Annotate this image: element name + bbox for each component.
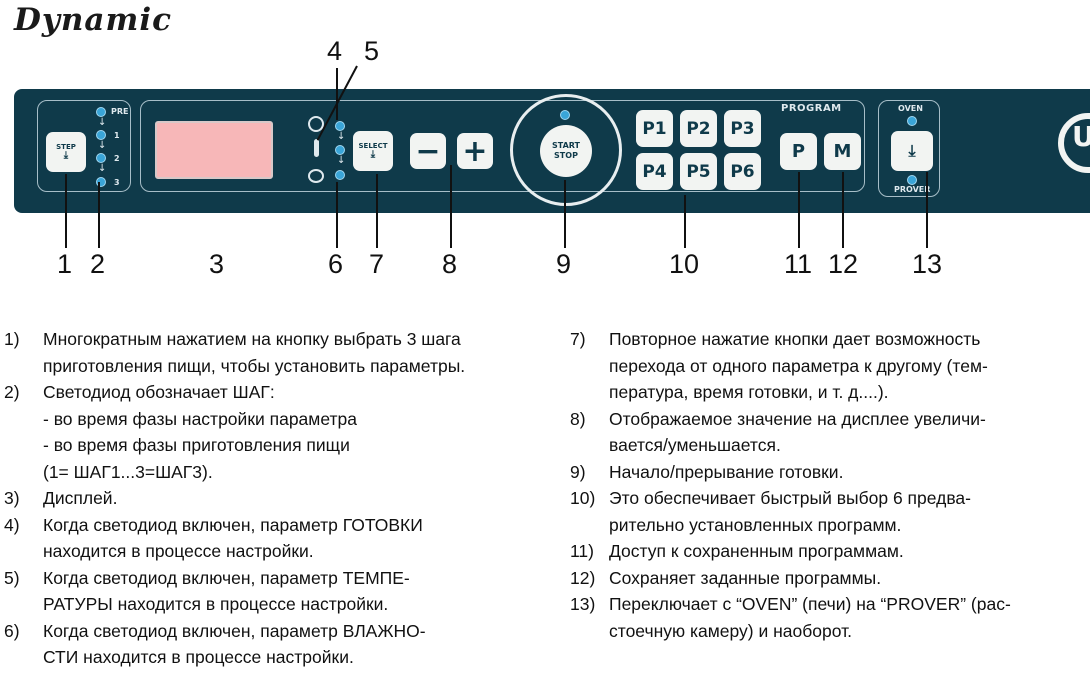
step-group-frame: [37, 100, 131, 192]
oven-prover-frame: [878, 100, 940, 197]
callout-7: 7: [369, 249, 385, 279]
description-item: 9)Начало/прерывание готовки.: [570, 461, 844, 482]
callout-12: 12: [828, 249, 859, 279]
step-down-arrow-icon: ↓: [98, 163, 107, 174]
description-item: 2)Светодиод обозначает ШАГ:- во время фа…: [4, 382, 357, 482]
select-arrow-icon: ⤓: [370, 149, 376, 160]
callout-8: 8: [442, 249, 458, 279]
description-item: 8)Отображаемое значение на дисплее увели…: [570, 408, 986, 456]
humidity-icon: [308, 169, 324, 183]
led-pre: [96, 107, 106, 117]
leader-line-12: [842, 172, 844, 248]
led-humidity: [335, 170, 345, 180]
led-pre-label: PRE: [111, 107, 129, 116]
program-header: PROGRAM: [781, 103, 842, 114]
oven-label: OVEN: [898, 104, 923, 113]
description-item: 4)Когда светодиод включен, параметр ГОТО…: [4, 514, 423, 562]
callout-1: 1: [57, 249, 73, 279]
description-item: 6)Когда светодиод включен, параметр ВЛАЖ…: [4, 620, 426, 668]
program-button-p3[interactable]: P3: [724, 110, 761, 147]
callout-2: 2: [90, 249, 106, 279]
callout-10: 10: [669, 249, 700, 279]
brand-emblem: [1058, 113, 1090, 173]
led-oven: [907, 116, 917, 126]
description-item: 11)Доступ к сохраненным программам.: [570, 541, 904, 561]
oven-prover-arrow-icon: ⤓: [908, 141, 916, 160]
clock-icon: [308, 116, 324, 132]
led-step-2-label: 2: [114, 154, 120, 163]
led-step-3-label: 3: [114, 178, 120, 187]
led-time: [335, 121, 345, 131]
select-label: SELECT: [358, 142, 388, 150]
leader-line-4: [336, 68, 338, 120]
param-down-arrow-icon: ↓: [337, 131, 346, 142]
program-button-p4[interactable]: P4: [636, 153, 673, 190]
minus-button[interactable]: −: [410, 133, 446, 169]
description-list-left: 1)Многократным нажатием на кнопку выбрат…: [4, 326, 524, 671]
description-item: 12)Сохраняет заданные программы.: [570, 567, 882, 588]
main-group-frame: [140, 100, 865, 192]
program-recall-button[interactable]: P: [780, 133, 817, 170]
leader-line-10: [684, 195, 686, 248]
leader-line-9: [564, 180, 566, 248]
callout-4: 4: [327, 36, 343, 66]
led-step-1-label: 1: [114, 131, 120, 140]
leader-line-13: [926, 172, 928, 248]
program-button-p1[interactable]: P1: [636, 110, 673, 147]
description-item: 10)Это обеспечивает быстрый выбор 6 пред…: [570, 488, 971, 535]
start-stop-ring: [510, 94, 622, 206]
description-item: 5)Когда светодиод включен, параметр ТЕМП…: [4, 567, 410, 615]
start-stop-button[interactable]: START STOP: [540, 125, 592, 177]
led-start: [560, 110, 570, 120]
step-arrow-icon: ⤓: [63, 150, 69, 161]
leader-line-7: [376, 174, 378, 248]
program-button-p6[interactable]: P6: [724, 153, 761, 190]
select-button[interactable]: SELECT ⤓: [353, 131, 393, 171]
thermometer-icon: [314, 139, 319, 157]
control-panel: STEP ⤓ PRE ↓ 1 ↓ 2 ↓ 3 ↓ ↓ SELECT ⤓ − + …: [14, 89, 1090, 213]
callout-6: 6: [328, 249, 344, 279]
leader-line-8: [450, 165, 452, 248]
brand-emblem-letter: U: [1072, 120, 1090, 153]
display-screen: [155, 121, 273, 179]
param-down-arrow-icon: ↓: [337, 155, 346, 166]
step-down-arrow-icon: ↓: [98, 140, 107, 151]
start-label: START: [551, 141, 581, 150]
led-step-3: [96, 177, 106, 187]
stop-label: STOP: [554, 151, 578, 160]
description-item: 7)Повторное нажатие кнопки дает возможно…: [570, 329, 988, 402]
prover-label: PROVER: [894, 185, 931, 194]
led-prover: [907, 175, 917, 185]
leader-line-11: [798, 172, 800, 248]
program-button-p2[interactable]: P2: [680, 110, 717, 147]
description-item: 1)Многократным нажатием на кнопку выбрат…: [4, 329, 466, 376]
callout-5: 5: [364, 36, 380, 66]
led-temperature: [335, 145, 345, 155]
callout-11: 11: [784, 249, 813, 279]
description-item: 3)Дисплей.: [4, 488, 118, 508]
leader-line-1: [65, 174, 67, 248]
callout-9: 9: [556, 249, 572, 279]
oven-prover-button[interactable]: ⤓: [891, 131, 933, 171]
callout-13: 13: [912, 249, 943, 279]
program-button-p5[interactable]: P5: [680, 153, 717, 190]
description-list-right: 7)Повторное нажатие кнопки дает возможно…: [570, 326, 1088, 644]
plus-button[interactable]: +: [457, 133, 493, 169]
program-memory-button[interactable]: M: [824, 133, 861, 170]
leader-line-6: [336, 182, 338, 248]
step-button[interactable]: STEP ⤓: [46, 132, 86, 172]
brand-logo: Dynamic: [14, 2, 172, 38]
description-item: 13)Переключает с “OVEN” (печи) на “PROVE…: [570, 594, 1011, 641]
step-label: STEP: [56, 143, 76, 151]
led-step-2: [96, 153, 106, 163]
led-step-1: [96, 130, 106, 140]
step-down-arrow-icon: ↓: [98, 117, 107, 128]
leader-line-2: [98, 182, 100, 248]
callout-3: 3: [209, 249, 225, 279]
